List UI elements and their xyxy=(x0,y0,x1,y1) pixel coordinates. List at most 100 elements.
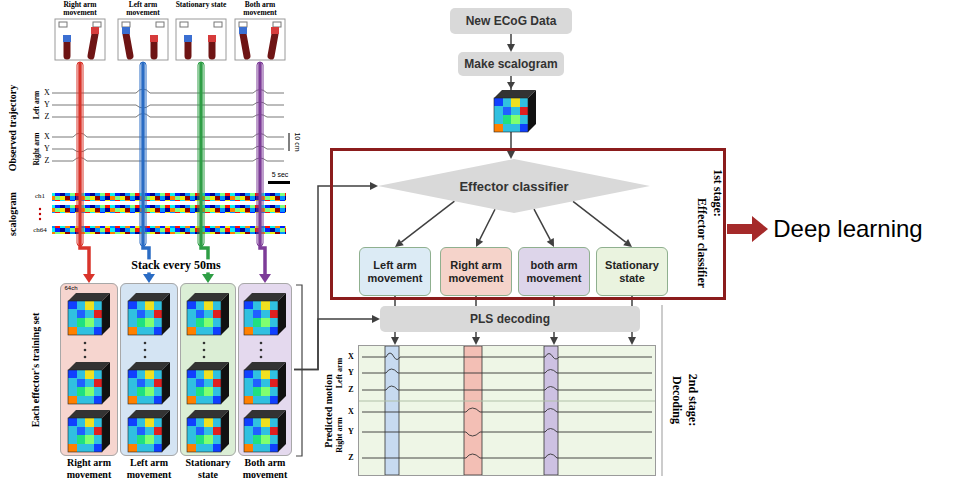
arm-figure xyxy=(122,22,130,27)
training-set-group: Each effector's training setRight arm mo… xyxy=(58,281,294,458)
label: X xyxy=(44,89,50,98)
arrow-head xyxy=(370,182,378,190)
label: Y xyxy=(348,369,354,378)
arm-figure xyxy=(239,27,247,34)
label: 2nd stage: xyxy=(685,374,698,426)
scalogram-strip xyxy=(52,205,286,213)
scalogram-strip xyxy=(52,226,286,234)
scalogram-strip xyxy=(52,193,286,234)
training-column xyxy=(120,283,178,456)
node-text: 1st stage: xyxy=(711,169,725,217)
predicted-trace xyxy=(362,353,652,458)
training-column xyxy=(60,283,292,456)
arrow-head xyxy=(259,274,271,283)
arrow-head xyxy=(472,337,480,345)
node-text: Both arm movement xyxy=(235,457,295,480)
connector-line xyxy=(260,62,265,274)
node-text: Each effector's training set xyxy=(30,313,42,428)
condition-panel: Stationary state xyxy=(174,0,228,62)
arm-figure xyxy=(235,19,285,60)
arm-figure xyxy=(118,19,168,60)
scalogram-cube xyxy=(244,410,286,452)
label: scalogram xyxy=(7,192,18,236)
trajectory-trace xyxy=(52,158,284,162)
label: X xyxy=(348,408,354,417)
connector-line xyxy=(510,34,512,44)
arrow-head xyxy=(476,238,483,247)
ellipsis-dots xyxy=(84,349,87,352)
node-text: Predicted motion xyxy=(323,374,335,447)
node-text: New ECoG Data xyxy=(466,14,557,28)
connector-line xyxy=(80,62,89,274)
node-text: Stationary state xyxy=(177,457,239,480)
trajectory-trace xyxy=(52,89,284,93)
training-column xyxy=(180,283,236,456)
predicted-trace xyxy=(362,429,652,437)
trajectory-trace xyxy=(52,146,284,152)
arm-figure xyxy=(209,42,216,56)
process-box: PLS decoding xyxy=(380,306,640,332)
condition-panel: Right arm movement xyxy=(52,0,108,62)
node-text: both arm movement xyxy=(522,259,586,285)
stage-frame: 1st stage:Effector classifierEffector cl… xyxy=(330,148,726,300)
label: Observed trajectory xyxy=(7,85,18,171)
ellipsis-dots xyxy=(39,213,41,215)
label: Y xyxy=(44,101,50,110)
arm-figure xyxy=(122,27,130,34)
training-column: Both arm movement xyxy=(238,283,292,456)
arrow-head xyxy=(202,274,214,283)
arrow-head xyxy=(623,239,632,247)
label: Z xyxy=(348,386,353,395)
arrow-head xyxy=(628,337,636,345)
predicted-trace xyxy=(362,386,652,390)
node-text: Effector classifier xyxy=(459,179,568,194)
label: Deep learning xyxy=(773,216,922,242)
ellipsis-dots xyxy=(144,349,147,352)
arm-figure xyxy=(118,19,168,60)
arm-figure xyxy=(93,22,101,27)
label: X xyxy=(348,353,354,362)
arm-figure xyxy=(151,42,158,56)
time-scale-bar xyxy=(268,181,290,184)
length-scale-bar xyxy=(289,133,290,151)
ellipsis-dots xyxy=(84,356,87,359)
node-text: Right arm movement xyxy=(444,259,508,285)
arm-figure xyxy=(63,35,71,42)
ellipsis-dots xyxy=(260,349,263,352)
arrow-head xyxy=(83,274,95,283)
scalogram-cube xyxy=(244,362,286,404)
arm-figure xyxy=(150,35,158,42)
arm-figure xyxy=(55,19,105,60)
node-text: Right arm movement xyxy=(57,457,121,480)
arm-figure xyxy=(239,22,247,27)
connector xyxy=(534,209,554,247)
label: ch1 xyxy=(35,193,45,201)
ellipsis-dots xyxy=(144,356,147,359)
label: Left arm xyxy=(336,358,345,388)
scalogram-cube xyxy=(187,362,229,404)
node-text: PLS decoding xyxy=(470,312,550,326)
ellipsis-dots xyxy=(39,208,41,220)
process-box: New ECoG Data xyxy=(450,8,572,34)
scalogram-cube xyxy=(68,293,286,452)
trajectory-trace xyxy=(52,102,284,108)
scalogram-strip xyxy=(52,193,286,201)
connector-line xyxy=(573,201,626,242)
label: Z xyxy=(45,157,50,166)
arrow-head xyxy=(550,337,558,345)
training-column xyxy=(238,283,292,456)
node-text: Effector classifier xyxy=(695,198,709,288)
label: Right arm xyxy=(33,132,41,165)
node-text: Right arm movement xyxy=(52,1,108,17)
connector-line xyxy=(401,201,454,242)
connector xyxy=(395,201,455,247)
ellipsis-dots xyxy=(203,349,206,352)
prediction-plot: Predicted motion xyxy=(358,345,656,476)
class-band xyxy=(385,346,558,475)
label: 10 cm xyxy=(293,132,301,151)
arm-figure xyxy=(64,42,71,56)
trajectory-trace xyxy=(52,114,284,118)
scalogram-cube xyxy=(187,293,229,335)
ellipsis-dots xyxy=(144,342,147,345)
label: Left arm xyxy=(33,91,41,120)
